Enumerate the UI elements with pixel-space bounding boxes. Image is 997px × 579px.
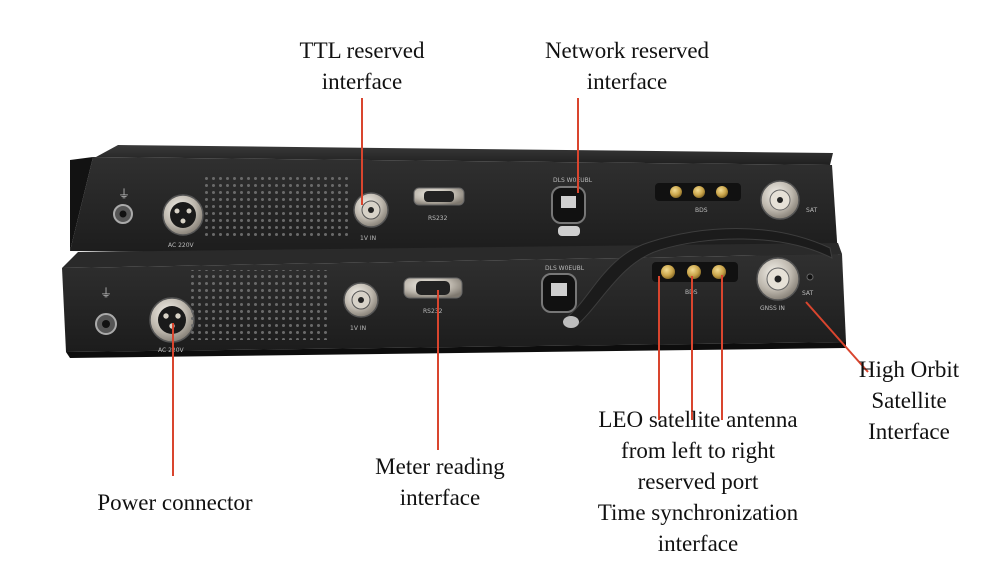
lower-serial-port [403, 277, 463, 299]
upper-unit-side [70, 157, 93, 251]
lower-sat-mark: SAT [802, 290, 814, 297]
upper-serial-port [413, 187, 465, 206]
meter-label-line-2: interface [399, 485, 481, 510]
lower-network-mark: DLS W0EUBL [545, 265, 585, 272]
ttl-label: TTL reserved interface [272, 35, 452, 97]
ttl-label-line-1: TTL reserved [299, 38, 425, 63]
power-label: Power connector [70, 487, 280, 518]
lower-unit-bottom-edge [66, 342, 846, 358]
leader-lines [172, 98, 869, 476]
upper-sat-mark: SAT [806, 207, 818, 214]
leo-label-line-2: from left to right [621, 438, 775, 463]
lower-vent-grille [190, 270, 328, 340]
lower-leo-sma-connectors [652, 262, 738, 282]
leo-label-line-3: reserved port [637, 469, 759, 494]
upper-ttl-bnc-connector [353, 192, 389, 228]
upper-power-mark: AC 220V [168, 242, 195, 249]
lower-high-orbit-n-connector [756, 257, 800, 301]
upper-serial-mark: RS232 [428, 215, 448, 222]
high-orbit-label: High Orbit Satellite Interface [834, 354, 984, 447]
coax-cable-end [563, 316, 579, 328]
lower-ttl-mark: 1V IN [350, 325, 366, 332]
lower-sat-in-mark: GNSS IN [760, 305, 785, 312]
power-label-line-1: Power connector [97, 490, 253, 515]
upper-unit: ⏚ AC 220V 1V IN RS232 DLS W0EUBL [70, 145, 838, 256]
upper-high-orbit-n-connector [760, 180, 800, 220]
upper-leo-mark: BDS [695, 207, 708, 214]
upper-power-connector [162, 194, 204, 236]
upper-vent-grille [205, 177, 348, 237]
ttl-label-line-2: interface [321, 69, 403, 94]
lower-sat-indicator-led [806, 273, 814, 281]
upper-leo-sma-connectors [655, 183, 741, 201]
network-label-line-2: interface [586, 69, 668, 94]
leo-label-line-1: LEO satellite antenna [598, 407, 798, 432]
high-orbit-label-line-2: Satellite [871, 388, 947, 413]
upper-unit-top-face [96, 145, 833, 165]
leo-label-line-4: Time synchronization [597, 500, 799, 525]
meter-label-line-1: Meter reading [375, 454, 505, 479]
lower-network-rj45-port [541, 273, 577, 313]
meter-label: Meter reading interface [345, 451, 535, 513]
leo-label: LEO satellite antenna from left to right… [553, 404, 843, 559]
high-orbit-label-line-3: Interface [868, 419, 950, 444]
network-label-line-1: Network reserved [544, 38, 710, 63]
lower-power-mark: AC 220V [158, 347, 185, 354]
lower-serial-mark: RS232 [423, 308, 443, 315]
lower-ground-symbol: ⏚ [100, 286, 112, 300]
lower-ttl-bnc-connector [343, 282, 379, 318]
lower-unit: ⏚ AC 220V 1V IN RS232 DLS W0EUBL [62, 243, 846, 358]
upper-ground-symbol: ⏚ [118, 187, 130, 201]
upper-ttl-mark: 1V IN [360, 235, 376, 242]
upper-network-rj45-port [551, 186, 586, 236]
upper-network-mark: DLS W0EUBL [553, 177, 593, 184]
coax-cable [565, 228, 833, 327]
high-orbit-label-line-1: High Orbit [858, 357, 960, 382]
leo-label-line-5: interface [657, 531, 739, 556]
network-label: Network reserved interface [512, 35, 742, 97]
high-orbit-leader-line [805, 301, 869, 373]
